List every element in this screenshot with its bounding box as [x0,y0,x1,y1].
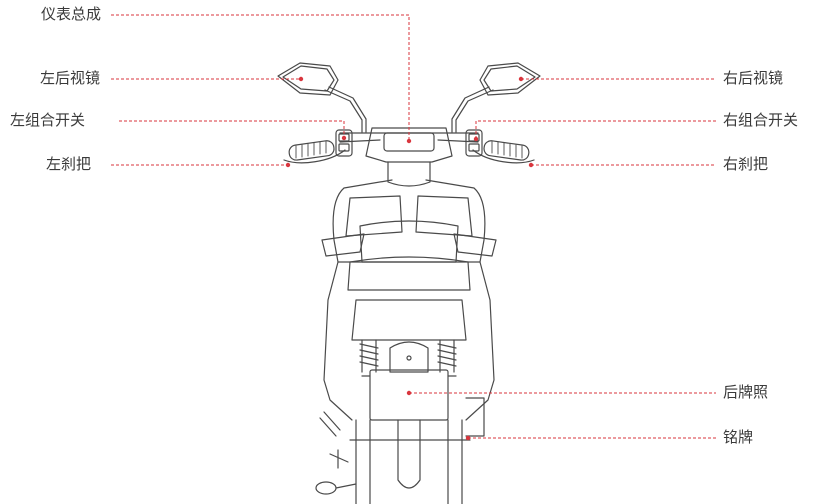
label-right-mirror: 右后视镜 [723,70,784,87]
leader-right-switch [475,120,716,139]
dot-nameplate [465,435,471,441]
label-right-brake: 右刹把 [723,156,769,173]
suspension-shape [359,339,457,373]
license-plate-shape [361,369,457,421]
right-mirror-shape [451,62,541,133]
dashboard-shape [365,127,453,187]
label-left-mirror: 左后视镜 [40,70,101,87]
dot-dashboard [406,138,412,144]
left-mirror-shape [277,62,367,133]
label-dashboard: 仪表总成 [41,6,102,23]
dot-left-brake [285,162,291,168]
dot-right-brake [528,162,534,168]
anchor-dots [285,76,534,441]
leader-lines [111,14,716,439]
label-left-brake: 左刹把 [46,156,92,173]
dot-right-mirror [518,76,524,82]
label-right-switch: 右组合开关 [723,112,799,129]
scooter-illustration [277,62,541,504]
label-left-switch: 左组合开关 [10,112,86,129]
leader-left-switch [119,120,345,138]
dot-rear-plate [406,390,412,396]
dot-left-mirror [298,76,304,82]
dot-right-switch [473,136,479,142]
label-nameplate: 铭牌 [723,429,754,446]
body-shape [321,179,497,421]
wheel-shape [315,397,485,504]
dot-left-switch [341,135,347,141]
leader-dashboard [111,14,410,141]
label-rear-plate: 后牌照 [723,384,769,401]
